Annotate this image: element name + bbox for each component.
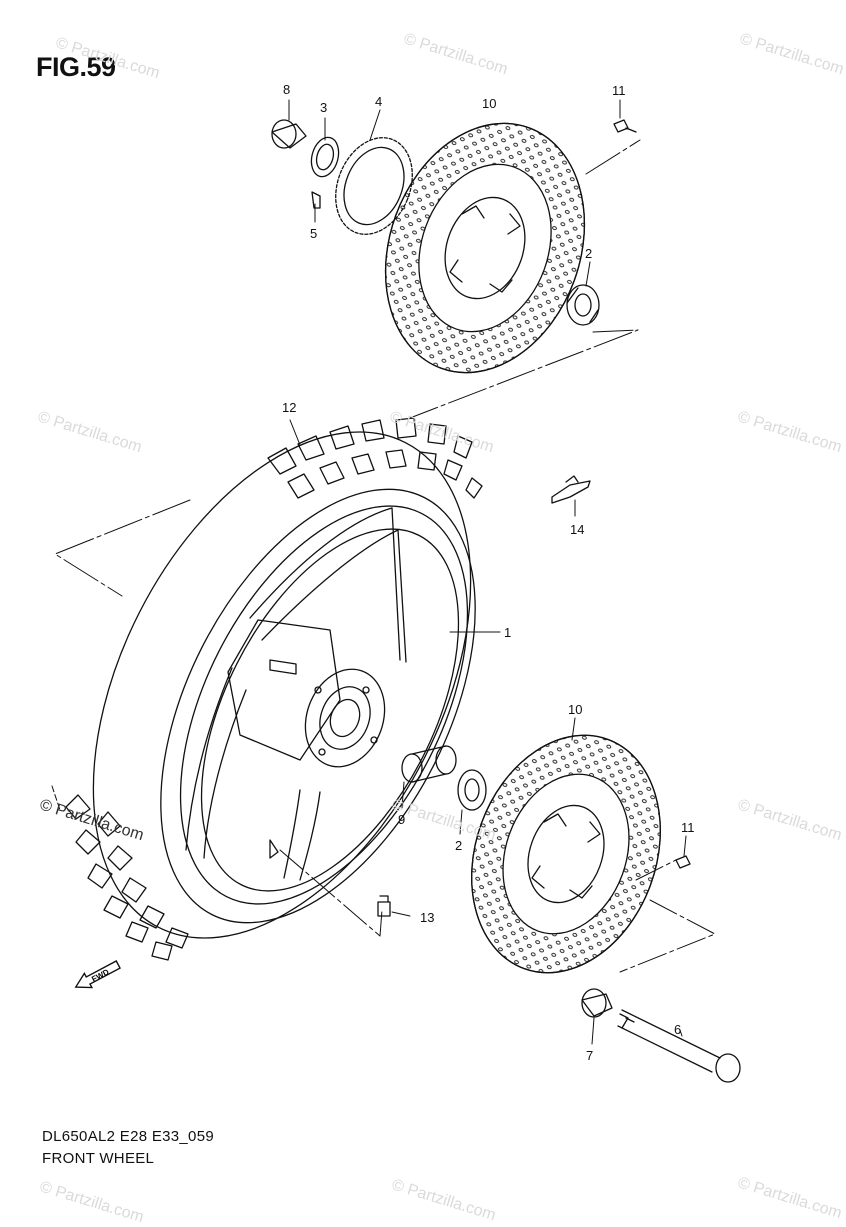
callout-6: 6 <box>674 1022 681 1037</box>
brake-disc-upper <box>384 122 586 374</box>
exploded-parts-diagram: FWD 8 3 4 10 11 5 2 12 14 1 10 9 2 11 13… <box>51 82 741 1083</box>
callout-2-upper: 2 <box>585 246 592 261</box>
bolt-part-11-lower <box>675 855 691 869</box>
leader-lines <box>51 99 716 1045</box>
callout-10-upper: 10 <box>482 96 496 111</box>
callout-14: 14 <box>570 522 584 537</box>
collar-part-7 <box>581 988 613 1018</box>
callout-12: 12 <box>282 400 296 415</box>
forward-arrow-icon: FWD <box>74 960 121 989</box>
callout-5: 5 <box>310 226 317 241</box>
bolt-part-11-upper <box>613 119 637 133</box>
callout-11-lower: 11 <box>681 820 695 835</box>
valve-part-13 <box>377 895 391 917</box>
callout-9: 9 <box>398 812 405 827</box>
callout-4: 4 <box>375 94 382 109</box>
axle-part-6 <box>617 1009 741 1083</box>
front-wheel-rim <box>179 505 469 905</box>
valve-part-14 <box>551 475 591 504</box>
screw-part-5 <box>311 191 321 209</box>
callout-8: 8 <box>283 82 290 97</box>
spacer-part-9 <box>401 745 457 783</box>
callout-13: 13 <box>420 910 434 925</box>
diagram-name: FRONT WHEEL <box>42 1150 155 1167</box>
bearing-part-2-lower <box>457 769 487 811</box>
oil-seal-part-3 <box>310 136 340 178</box>
callout-2-lower: 2 <box>455 838 462 853</box>
figure-title: FIG.59 <box>36 52 116 82</box>
collar-part-8 <box>271 119 307 149</box>
callout-7: 7 <box>586 1048 593 1063</box>
callout-10-lower: 10 <box>568 702 582 717</box>
sensor-ring-part-4 <box>335 137 413 235</box>
front-tyre <box>65 417 483 961</box>
diagram-code: DL650AL2 E28 E33_059 <box>42 1128 214 1145</box>
callout-3: 3 <box>320 100 327 115</box>
callout-1: 1 <box>504 625 511 640</box>
bearing-part-2-upper <box>566 284 600 326</box>
callout-11-upper: 11 <box>612 83 626 98</box>
brake-disc-lower <box>471 734 661 974</box>
